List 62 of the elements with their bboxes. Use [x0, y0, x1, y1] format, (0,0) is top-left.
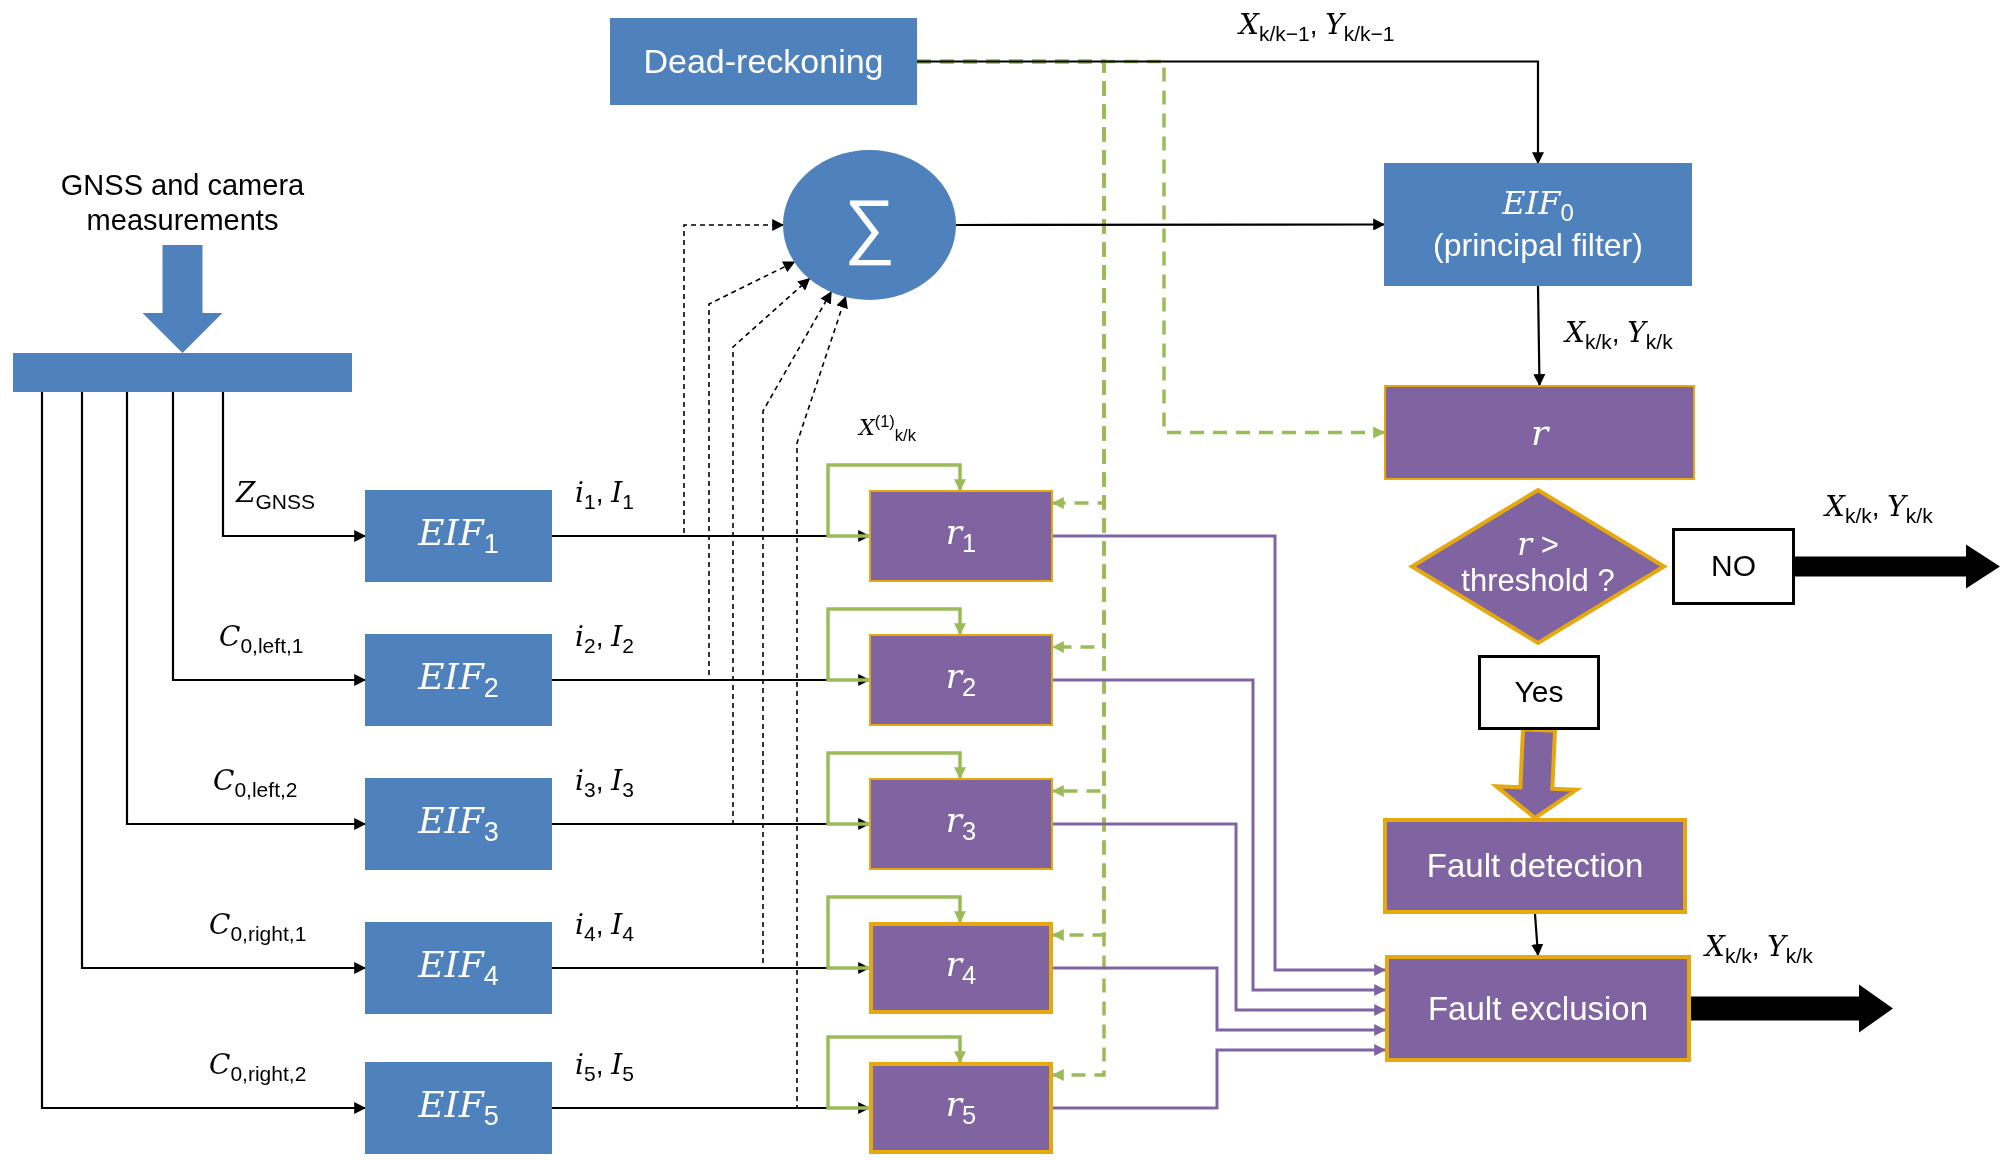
residual-box: [1384, 385, 1695, 480]
arrow: [40, 392, 367, 1114]
arrow: [1053, 1044, 1387, 1110]
outcome-box: [1672, 528, 1795, 605]
box-label: Dead-reckoning: [643, 41, 884, 82]
arrow: [171, 392, 367, 686]
box-label: EIF$_{3}$: [418, 799, 499, 849]
filter-box: [365, 490, 552, 582]
feedback-arrow: [826, 607, 966, 682]
feedback-arrow: [826, 1035, 966, 1110]
arrow: [221, 392, 367, 542]
residual-box: [869, 634, 1053, 726]
arrow: [125, 392, 367, 830]
residual-box: [869, 922, 1053, 1014]
feedback-arrow: [826, 895, 966, 970]
arrow: [1053, 966, 1387, 1036]
residual-box: [869, 490, 1053, 582]
sum-symbol: ∑: [843, 183, 896, 267]
filter-box: [365, 778, 552, 870]
distribution-bar: [13, 353, 352, 392]
feedback-arrow: [826, 463, 966, 538]
box-label: NO: [1711, 549, 1756, 584]
box-label: EIF$_{1}$: [418, 511, 499, 561]
block-arrow: [1490, 727, 1583, 821]
input-caption: GNSS and camera measurements: [45, 160, 320, 245]
process-box: [1383, 818, 1687, 914]
arrow: [1053, 678, 1387, 996]
filter-box: [365, 634, 552, 726]
arrow: [917, 60, 1544, 165]
arrow: [956, 218, 1386, 231]
box-label: (principal filter): [1433, 227, 1643, 264]
arrow: [1053, 534, 1387, 976]
box-label: Yes: [1514, 675, 1564, 710]
filter-box: [365, 922, 552, 1014]
filter-box: [365, 1062, 552, 1154]
box-label: r$_{4}$: [945, 945, 977, 991]
box-label: EIF$_{2}$: [418, 655, 499, 705]
box-label: r$_{1}$: [945, 513, 977, 559]
box-label: r$_{3}$: [945, 801, 977, 847]
box-label: Fault exclusion: [1427, 989, 1649, 1028]
outcome-box: [1478, 655, 1600, 730]
block-arrow: [142, 245, 223, 353]
block-arrow: [1691, 984, 1893, 1033]
box-label: EIF$_{4}$: [418, 943, 499, 993]
box-label: r: [1530, 411, 1549, 454]
box-label: r$_{5}$: [945, 1085, 977, 1131]
residual-box: [869, 778, 1053, 870]
box-label: EIF$_{0}$: [1502, 185, 1574, 228]
box-label: r > threshold ?: [1460, 526, 1616, 599]
box-label: EIF$_{5}$: [418, 1083, 499, 1133]
feedback-arrow: [826, 751, 966, 826]
arrow: [80, 392, 367, 974]
process-box: [1384, 163, 1692, 286]
box-label: Fault detection: [1426, 847, 1644, 885]
arrow: [1531, 913, 1544, 957]
arrow: [1053, 822, 1387, 1016]
arrow: [1533, 286, 1546, 387]
process-box: [610, 18, 917, 105]
block-arrow: [1795, 544, 2000, 589]
residual-box: [869, 1062, 1053, 1154]
process-box: [1385, 955, 1691, 1062]
box-label: r$_{2}$: [945, 657, 977, 703]
